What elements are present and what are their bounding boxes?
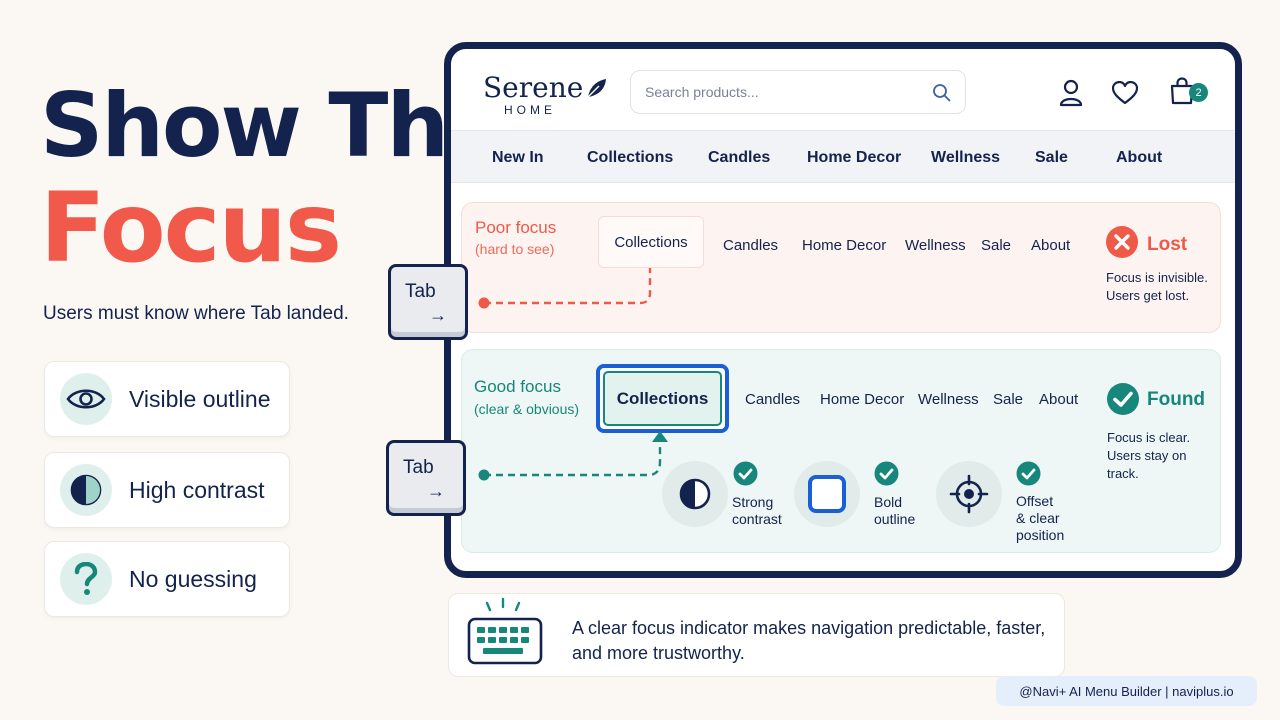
nav-item-sale[interactable]: Sale [1035,149,1068,166]
callout-box: A clear focus indicator makes navigation… [448,593,1065,677]
headline-line-1: Show The [40,74,507,177]
poor-item-home-decor[interactable]: Home Decor [802,237,887,254]
headline-line-2: Focus [40,172,342,284]
nav-item-home-decor[interactable]: Home Decor [807,149,902,166]
brand-subtitle: HOME [504,103,556,117]
heart-icon[interactable] [1112,81,1138,105]
nav-item-about[interactable]: About [1116,149,1163,166]
feature-visible-outline: Visible outline [44,361,290,437]
nav-item-candles[interactable]: Candles [708,149,771,166]
focused-item-label: Collections [603,371,722,426]
check-circle-icon [1107,383,1139,415]
tab-key-arrow-icon: → [427,481,445,501]
leaf-icon [587,78,607,97]
good-item-candles[interactable]: Candles [745,391,801,408]
criterion-label-line-3: position [1016,527,1065,543]
poor-item-candles[interactable]: Candles [723,237,779,254]
keyboard-icon [467,597,543,665]
target-icon [936,461,1002,527]
feature-label: No guessing [129,565,257,592]
tab-key-label: Tab [403,457,434,478]
cart-button[interactable]: 2 [1170,77,1208,105]
poor-item-about[interactable]: About [1031,237,1071,254]
nav-item-collections[interactable]: Collections [587,149,674,166]
store-logo[interactable]: Serene HOME [483,71,608,117]
criterion-label-line-1: Strong [732,494,774,510]
strong-contrast-icon [662,461,728,527]
good-item-about[interactable]: About [1039,391,1079,408]
criterion-label-line-1: Offset [1016,493,1054,509]
criterion-label-line-2: & clear [1016,510,1060,526]
brand-name: Serene [483,71,584,104]
good-status-text-2: Users stay on track. [1107,448,1187,481]
poor-status-text-2: Users get lost. [1106,288,1190,303]
good-item-sale[interactable]: Sale [993,391,1024,408]
nav-item-wellness[interactable]: Wellness [931,149,1001,166]
feature-no-guessing: No guessing [44,541,290,617]
credit-badge[interactable]: @Navi+ AI Menu Builder | naviplus.io [996,676,1257,706]
poor-focus-subtitle: (hard to see) [475,241,555,257]
nav-item-new-in[interactable]: New In [492,149,544,166]
x-circle-icon [1106,226,1138,258]
good-status-text-1: Focus is clear. [1107,430,1191,445]
good-focus-subtitle: (clear & obvious) [474,401,580,417]
search-input[interactable] [645,84,932,100]
good-item-home-decor[interactable]: Home Decor [820,391,905,408]
search-icon[interactable] [932,83,951,102]
poor-focus-title: Poor focus [475,218,557,237]
poor-status-title: Lost [1147,234,1188,255]
poor-focus-panel: Poor focus (hard to see) Collections Can… [461,202,1221,333]
check-icon [1016,461,1041,486]
cart-count-badge: 2 [1189,83,1208,102]
poor-status-text-1: Focus is invisible. [1106,270,1208,285]
criterion-label-line-2: contrast [732,511,782,527]
feature-label: Visible outline [129,385,271,412]
main-nav: New In Collections Candles Home Decor We… [451,130,1235,183]
poor-item-wellness[interactable]: Wellness [905,237,966,254]
headline: Show The Focus [40,74,507,284]
criterion-label-line-2: outline [874,511,916,527]
check-icon [874,461,899,486]
tab-key-arrow-icon: → [429,305,447,325]
good-status-title: Found [1147,389,1206,410]
tab-key-label: Tab [405,281,436,302]
check-icon [733,461,758,486]
feature-high-contrast: High contrast [44,452,290,528]
good-focus-panel: Good focus (clear & obvious) Collections… [461,349,1221,553]
tab-key-good: Tab → [386,440,466,516]
poor-focused-item[interactable]: Collections [598,216,704,268]
question-icon [60,553,112,605]
eye-icon [60,373,112,425]
tab-key-poor: Tab → [388,264,468,340]
subline: Users must know where Tab landed. [43,303,349,324]
poor-item-sale[interactable]: Sale [981,237,1012,254]
store-mockup: Serene HOME 2 New In Collections Candles [444,42,1242,578]
good-focused-item[interactable]: Collections [596,364,729,433]
good-item-wellness[interactable]: Wellness [918,391,979,408]
contrast-icon [60,464,112,516]
feature-label: High contrast [129,476,265,503]
good-focus-title: Good focus [474,377,561,396]
bag-icon [1170,77,1194,105]
search-box [630,70,966,114]
callout-message: A clear focus indicator makes navigation… [572,618,1046,663]
account-icon[interactable] [1059,79,1083,107]
bold-outline-icon [794,461,860,527]
criterion-label-line-1: Bold [874,494,903,510]
